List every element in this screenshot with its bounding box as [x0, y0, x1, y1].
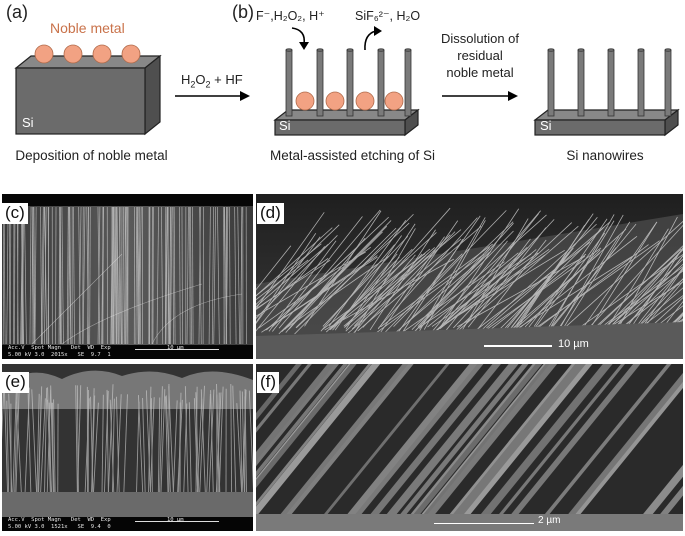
databar-header-c: Acc.V Spot Magn Det WD Exp — [8, 345, 111, 351]
scale-text-c: 10 µm — [167, 345, 184, 351]
si-label-a: Si — [22, 115, 34, 130]
nanowire-pillars-final — [547, 48, 672, 117]
scale-bar-e — [135, 521, 219, 522]
reagent-in-label: F⁻,H₂O₂, H⁺ — [256, 9, 325, 23]
arrow-2-line3: noble metal — [446, 65, 514, 80]
databar-header-e: Acc.V Spot Magn Det WD Exp — [8, 517, 111, 523]
sem-image-e — [2, 364, 253, 531]
product-out-label: SiF₆²⁻, H₂O — [355, 9, 421, 23]
scale-bar-f — [434, 523, 534, 524]
arrow-1-reagents: H2O2 + HF — [181, 72, 243, 90]
caption-b: Metal-assisted etching of Si — [269, 148, 436, 163]
schematic-diagram — [14, 26, 680, 137]
noble-metal-particles-b — [295, 91, 404, 111]
arrow-2-line2: residual — [457, 48, 503, 63]
panel-a-label: (a) — [6, 2, 28, 22]
databar-values-c: 5.00 kV 3.0 2015x SE 9.7 1 — [8, 352, 111, 358]
databar-values-e: 5.00 kV 3.0 1521x SE 9.4 0 — [8, 524, 111, 530]
sem-panel-d: 10 µm — [256, 194, 683, 359]
si-label-b: Si — [279, 118, 291, 133]
si-slab-final — [533, 108, 680, 137]
sem-image-f — [256, 364, 683, 531]
caption-final: Si nanowires — [566, 148, 644, 163]
arrow-1 — [175, 91, 250, 101]
scale-text-f: 2 µm — [538, 515, 561, 526]
panel-f-label: (f) — [257, 372, 280, 393]
sem-panel-e: Acc.V Spot Magn Det WD Exp 5.00 kV 3.0 1… — [2, 364, 253, 531]
panel-d-label: (d) — [257, 203, 284, 224]
scale-text-e: 10 µm — [167, 517, 184, 523]
arrow-2-label: Dissolution of residual noble metal — [425, 30, 535, 81]
panel-e-label: (e) — [2, 372, 29, 393]
sem-panel-f: 2 µm — [256, 364, 683, 531]
reagent-in-arrow — [291, 27, 306, 45]
sem-image-d — [256, 194, 683, 359]
noble-metal-particles-a — [34, 44, 141, 64]
sem-panel-c: Acc.V Spot Magn Det WD Exp 5.00 kV 3.0 2… — [2, 194, 253, 359]
arrow-2-line1: Dissolution of — [440, 31, 520, 46]
caption-a: Deposition of noble metal — [15, 148, 168, 163]
nanowire-pillars-b — [285, 48, 412, 117]
scale-bar-d — [484, 345, 552, 347]
sem-image-c — [2, 194, 253, 346]
panel-b-label: (b) — [232, 2, 254, 22]
si-block-a — [14, 54, 162, 136]
sem-databar-e: Acc.V Spot Magn Det WD Exp 5.00 kV 3.0 1… — [2, 517, 253, 531]
panel-c-label: (c) — [2, 203, 28, 224]
sem-databar-c: Acc.V Spot Magn Det WD Exp 5.00 kV 3.0 2… — [2, 345, 253, 359]
arrow-2 — [442, 91, 518, 101]
si-slab-b — [273, 108, 420, 137]
noble-metal-label: Noble metal — [50, 20, 125, 36]
si-label-final: Si — [540, 118, 552, 133]
scale-bar-c — [135, 349, 219, 350]
scale-text-d: 10 µm — [558, 338, 589, 350]
